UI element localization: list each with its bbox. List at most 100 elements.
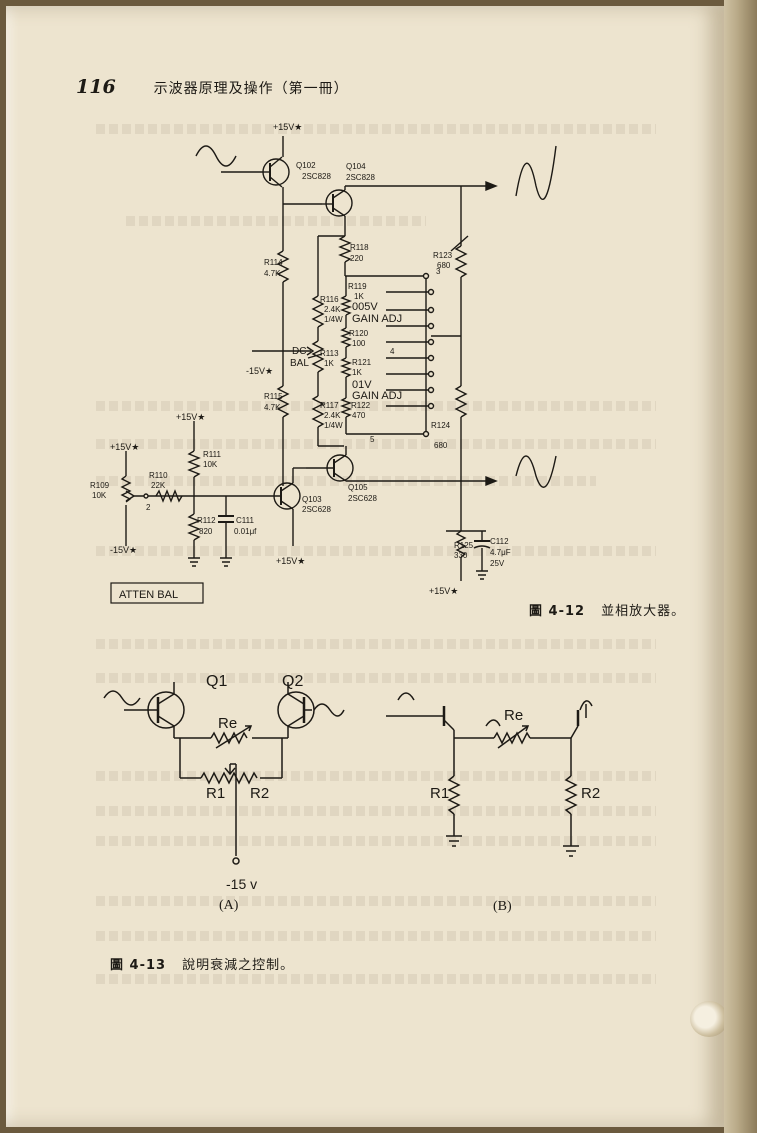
gain-switch <box>386 272 461 438</box>
r115-value: 4.7K <box>264 403 281 412</box>
q104-label: Q104 <box>346 162 366 171</box>
q104-part-label: 2SC828 <box>346 173 375 182</box>
fig13b-r1-label: R1 <box>430 785 449 802</box>
bleed-through-text <box>96 546 656 556</box>
output-sine-top <box>515 145 557 200</box>
q104-transistor <box>322 189 353 217</box>
bleed-through-text <box>96 401 656 411</box>
r116-value: 2.4K <box>324 305 341 314</box>
bleed-through-text <box>96 931 656 941</box>
book-page: 116 示波器原理及操作（第一冊） <box>6 6 724 1127</box>
r111-label: R111 <box>203 450 221 459</box>
atten-bal-label: ATTEN BAL <box>119 589 178 601</box>
fig13b-re-label: Re <box>504 707 523 724</box>
q102-label: Q102 <box>296 161 316 170</box>
r113-value: 1K <box>324 359 334 368</box>
figure-4-13-number: 圖 4-13 <box>110 958 167 973</box>
supply-left-neg-label: -15V★ <box>110 545 137 555</box>
r125-label: R125 <box>454 541 474 550</box>
r112-label: R112 <box>197 516 216 525</box>
c111-label: C111 <box>236 516 254 525</box>
r114-value: 4.7K <box>264 269 281 278</box>
c112-voltage: 25V <box>490 559 505 568</box>
bleed-through-text <box>96 806 656 816</box>
figure-4-13-title: 說明衰減之控制。 <box>182 958 295 973</box>
q102-transistor <box>262 156 290 188</box>
figure-4-13b-schematic: Re R1 R2 <box>386 692 600 857</box>
q103-transistor <box>256 482 301 510</box>
r124-value: 680 <box>434 441 448 450</box>
bleed-through-text <box>96 124 656 134</box>
input-sine-top <box>195 145 237 167</box>
figure-4-12-title: 並相放大器。 <box>601 604 686 619</box>
supply-neg-label: -15V★ <box>246 366 273 376</box>
figure-4-12-number: 圖 4-12 <box>529 604 586 619</box>
r123-label: R123 <box>433 251 453 260</box>
r119-value: 1K <box>354 292 364 301</box>
q105-part-label: 2SC628 <box>348 494 377 503</box>
r109-value: 10K <box>92 491 107 500</box>
r120-value: 100 <box>352 339 366 348</box>
r116-label: R116 <box>320 295 339 304</box>
q103-label: Q103 <box>302 495 322 504</box>
r125-value: 330 <box>454 551 468 560</box>
r114-label: R114 <box>264 258 283 267</box>
bleed-through-text <box>126 216 426 226</box>
c112-value: 4.7μF <box>490 548 511 557</box>
bal-label: BAL <box>290 358 309 369</box>
figure-4-13-caption: 圖 4-13 說明衰減之控制。 <box>110 954 294 973</box>
gain-01v-label: 01V <box>352 379 372 391</box>
page-number: 116 <box>76 76 116 98</box>
book-page-edges <box>724 0 757 1133</box>
r110-label: R110 <box>149 471 168 480</box>
r120-label: R120 <box>349 329 369 338</box>
r117-label: R117 <box>320 401 339 410</box>
fig13a-supply-label: -15 v <box>226 876 257 892</box>
node-5-label: 5 <box>370 435 375 444</box>
r115-label: R115 <box>264 392 283 401</box>
r122-label: R122 <box>351 401 371 410</box>
paper-stain <box>690 1001 724 1037</box>
r123-value: 680 <box>437 261 451 270</box>
gain-005v-label: 005V <box>352 301 378 313</box>
r117-power: 1/4W <box>324 421 343 430</box>
figure-4-13a-schematic: Q1 Q2 Re R1 R2 -15 v <box>103 673 345 892</box>
r113-label: R113 <box>320 349 339 358</box>
bleed-through-text <box>96 836 656 846</box>
node-2-label: 2 <box>146 503 151 512</box>
r118-label: R118 <box>350 243 369 252</box>
r121-label: R121 <box>352 358 372 367</box>
bleed-through-text <box>96 974 656 984</box>
fig13a-q2-label: Q2 <box>282 673 303 690</box>
gain-adj-label: GAIN ADJ <box>352 313 402 325</box>
r112-value: 820 <box>199 527 213 536</box>
fig13a-q1-label: Q1 <box>206 673 227 690</box>
bleed-through-text <box>96 639 656 649</box>
r117-value: 2.4K <box>324 411 341 420</box>
fig13b-r2-label: R2 <box>581 785 600 802</box>
node-3-label: 3 <box>436 267 441 276</box>
q105-label: Q105 <box>348 483 368 492</box>
c112-label: C112 <box>490 537 509 546</box>
r116-power: 1/4W <box>324 315 343 324</box>
c111-value: 0.01μf <box>234 527 257 536</box>
bleed-through-text <box>96 673 656 683</box>
bleed-through-text <box>96 896 656 906</box>
r111-value: 10K <box>203 460 218 469</box>
node-4-label: 4 <box>390 347 395 356</box>
supply-bottom-label: +15V★ <box>276 556 305 566</box>
r124-label: R124 <box>431 421 451 430</box>
r121-value: 1K <box>352 368 362 377</box>
figure-4-12-schematic: +15V★ Q102 2SC828 Q104 2SC828 R118 220 R… <box>90 122 557 604</box>
fig13b-label: (B) <box>493 899 512 914</box>
supply-top-label: +15V★ <box>273 122 302 132</box>
fig13a-re-label: Re <box>218 715 237 732</box>
r118-value: 220 <box>350 254 364 263</box>
r109-label: R109 <box>90 481 110 490</box>
r122-value: 470 <box>352 411 366 420</box>
fig13a-r2-label: R2 <box>250 785 269 802</box>
r119-label: R119 <box>348 282 367 291</box>
supply-mid-label: +15V★ <box>176 412 205 422</box>
output-sine-bottom <box>515 455 557 488</box>
bleed-through-text <box>96 439 656 449</box>
